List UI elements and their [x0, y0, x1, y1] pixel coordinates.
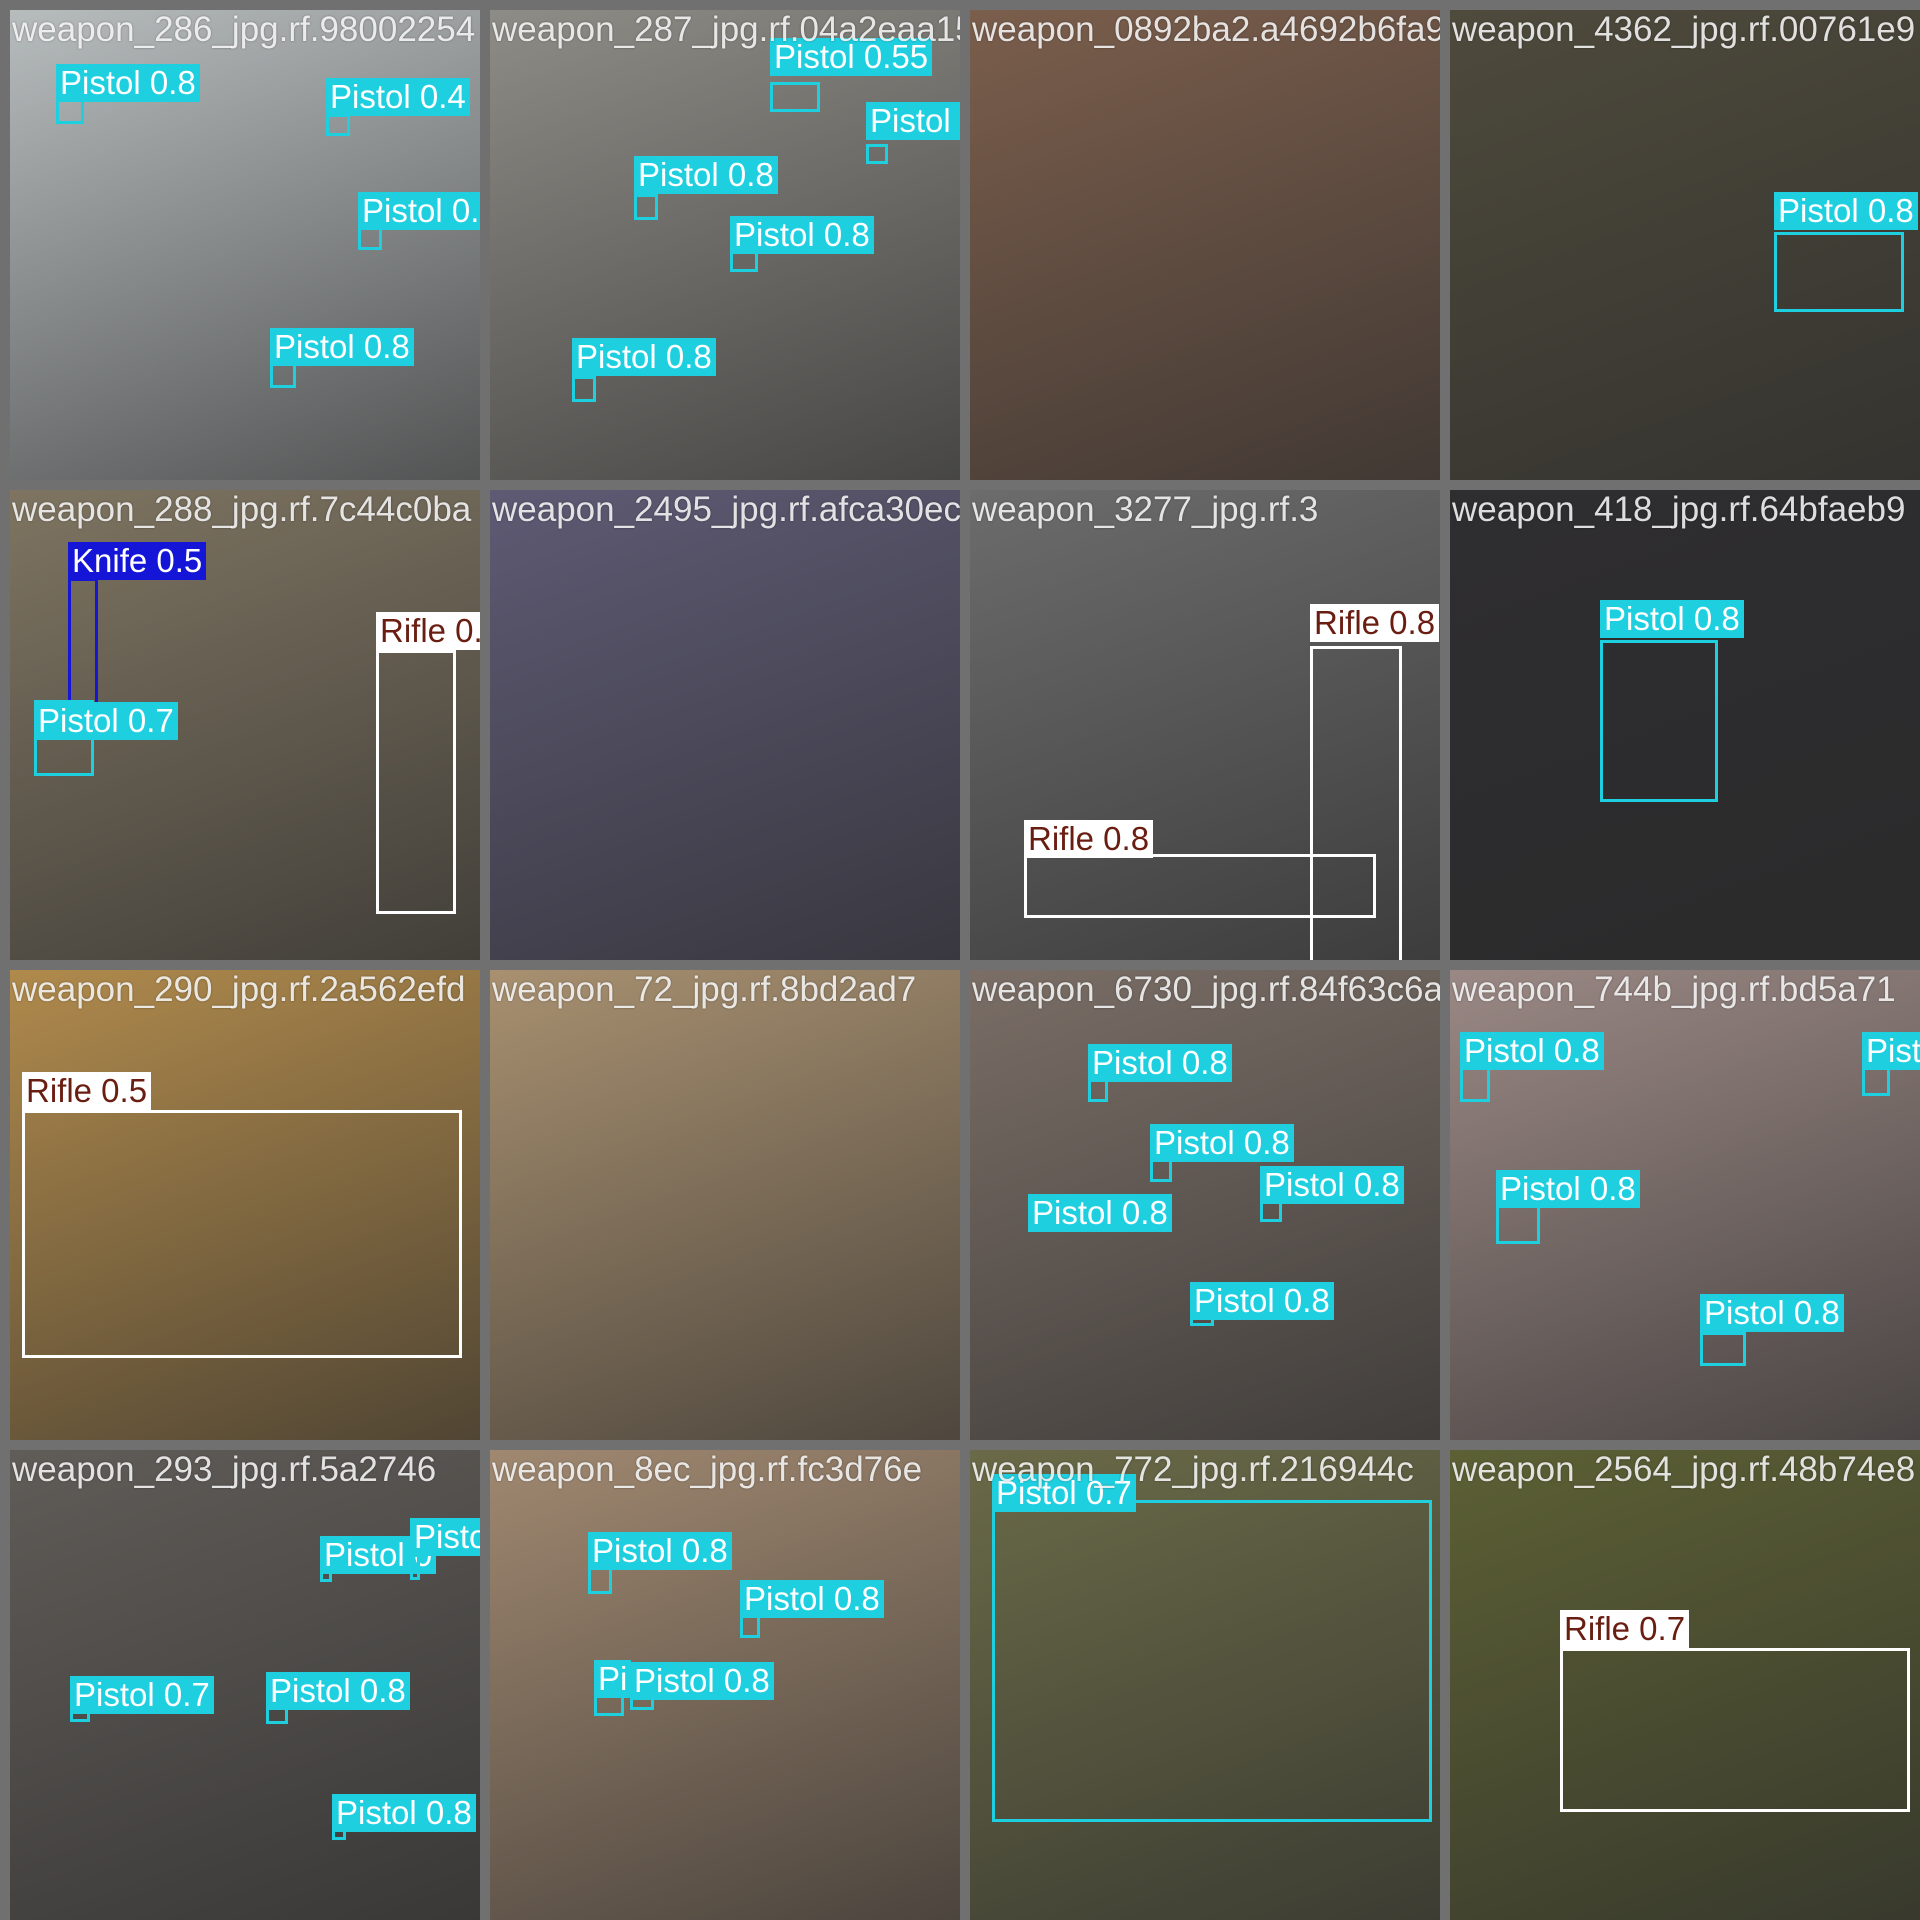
pistol-detection-label: Pistol 0.8	[1028, 1194, 1172, 1232]
image-tile: weapon_0892ba2.a4692b6fa9	[970, 10, 1440, 480]
rifle-detection-label: Rifle 0.7	[1560, 1610, 1690, 1648]
pistol-bounding-box	[1774, 232, 1904, 312]
pistol-detection-label: Pistol 0.8	[56, 64, 200, 102]
pistol-detection-label: Pistol 0.8	[1190, 1282, 1334, 1320]
rifle-detection-label: Rifle 0.5	[22, 1072, 152, 1110]
pistol-detection-label: Pistol 0.7	[992, 1474, 1136, 1512]
pistol-detection-label: Pistol 0.7	[34, 702, 178, 740]
tile-photo	[970, 490, 1440, 960]
pistol-bounding-box	[326, 114, 350, 136]
pistol-bounding-box	[588, 1566, 612, 1594]
pistol-detection-label: Pistol 0.8	[588, 1532, 732, 1570]
pistol-bounding-box	[1460, 1066, 1490, 1102]
pistol-bounding-box	[770, 82, 820, 112]
pistol-detection-label: Pistol 0.8	[358, 192, 480, 230]
pistol-detection-label: Pistol 0.8	[572, 338, 716, 376]
pistol-detection-label: Pistol 0.8	[1700, 1294, 1844, 1332]
pistol-detection-label: Pistol 0.3	[410, 1518, 480, 1556]
image-tile: weapon_72_jpg.rf.8bd2ad7	[490, 970, 960, 1440]
pistol-bounding-box	[572, 376, 596, 402]
knife-bounding-box	[68, 578, 98, 708]
rifle-detection-label: Rifle 0.8	[1310, 604, 1440, 642]
rifle-bounding-box	[376, 650, 456, 914]
pistol-bounding-box	[992, 1500, 1432, 1822]
pistol-detection-label: Pistol 0.8	[1862, 1032, 1920, 1070]
tile-photo	[1450, 1450, 1920, 1920]
knife-detection-label: Knife 0.5	[68, 542, 207, 580]
pistol-detection-label: Pistol 0.8	[270, 328, 414, 366]
pistol-bounding-box	[1700, 1332, 1746, 1366]
tile-photo	[970, 10, 1440, 480]
tile-photo	[10, 970, 480, 1440]
pistol-detection-label: Pistol 0.8	[1460, 1032, 1604, 1070]
rifle-detection-label: Rifle 0.8	[1024, 820, 1154, 858]
pistol-detection-label: Pistol 0.8	[1600, 600, 1744, 638]
tile-photo	[970, 1450, 1440, 1920]
tile-photo	[1450, 10, 1920, 480]
pistol-detection-label: Pistol 0.8	[1496, 1170, 1640, 1208]
pistol-detection-label: Pi	[594, 1660, 632, 1698]
pistol-detection-label: Pistol 0.4	[326, 78, 470, 116]
pistol-bounding-box	[866, 144, 888, 164]
pistol-bounding-box	[1862, 1066, 1890, 1096]
pistol-detection-label: Pistol 0.8	[1088, 1044, 1232, 1082]
tile-photo	[490, 970, 960, 1440]
rifle-bounding-box	[1560, 1648, 1910, 1812]
pistol-detection-label: Pistol 0.8	[740, 1580, 884, 1618]
pistol-detection-label: Pistol 0.8	[866, 102, 960, 140]
pistol-detection-label: Pistol 0.8	[1150, 1124, 1294, 1162]
pistol-detection-label: Pistol 0.8	[630, 1662, 774, 1700]
rifle-bounding-box	[1310, 646, 1402, 960]
image-tile: weapon_2495_jpg.rf.afca30ec	[490, 490, 960, 960]
pistol-detection-label: Pistol 0.8	[1774, 192, 1918, 230]
pistol-bounding-box	[634, 194, 658, 220]
pistol-detection-label: Pistol 0.55	[770, 38, 933, 76]
pistol-bounding-box	[1496, 1202, 1540, 1244]
tile-photo	[490, 490, 960, 960]
rifle-detection-label: Rifle 0.8	[376, 612, 480, 650]
pistol-detection-label: Pistol 0.8	[332, 1794, 476, 1832]
pistol-detection-label: Pistol 0.8	[266, 1672, 410, 1710]
rifle-bounding-box	[1024, 854, 1376, 918]
pistol-detection-label: Pistol 0.8	[730, 216, 874, 254]
pistol-detection-label: Pistol 0.7	[70, 1676, 214, 1714]
rifle-bounding-box	[22, 1110, 462, 1358]
tile-photo	[490, 10, 960, 480]
pistol-detection-label: Pistol 0.8	[1260, 1166, 1404, 1204]
pistol-detection-label: Pistol 0.8	[634, 156, 778, 194]
tile-photo	[1450, 490, 1920, 960]
pistol-bounding-box	[410, 1554, 420, 1580]
pistol-bounding-box	[1600, 640, 1718, 802]
